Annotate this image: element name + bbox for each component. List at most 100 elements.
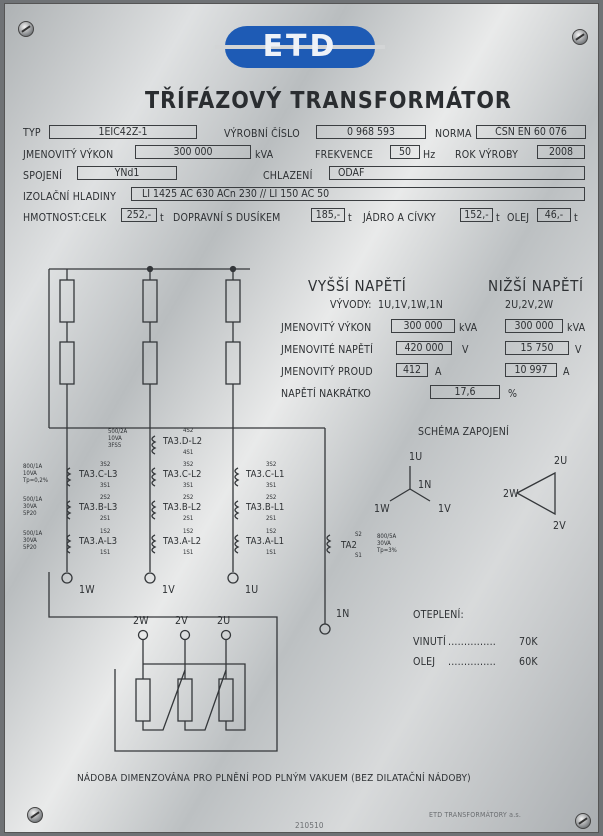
vinuti-label: VINUTÍ: [413, 636, 446, 648]
vyvody-label: VÝVODY:: [330, 299, 372, 311]
vinuti-value: 70K: [519, 636, 538, 648]
ct-spec: 500/2A: [108, 428, 128, 435]
ct-terminal: 2S1: [100, 515, 111, 522]
ct-terminal: 3S2: [100, 461, 111, 468]
nakratko-value: 17,6: [430, 385, 500, 399]
proud-unit: A: [563, 366, 570, 378]
norma-value: ČSN EN 60 076: [476, 125, 586, 139]
hv-napeti: 420 000: [396, 341, 452, 355]
hmotnost-celk-label: HMOTNOST:CELK: [23, 212, 107, 224]
ct-terminal: 2S1: [183, 515, 194, 522]
ct-terminal: 2S2: [183, 494, 194, 501]
izolacni-hladiny-value: LI 1425 AC 630 ACn 230 // LI 150 AC 50: [131, 187, 585, 201]
olej-label: OLEJ: [507, 212, 530, 224]
logo-text: ETD: [262, 29, 338, 64]
norma-label: NORMA: [435, 128, 472, 140]
terminal-label: 2V: [175, 615, 188, 627]
screw-icon: [27, 807, 43, 823]
rok-vyroby-label: ROK VÝROBY: [455, 149, 519, 161]
hv-vykon: 300 000: [391, 319, 455, 333]
ct-terminal: 1S1: [266, 549, 277, 556]
footer-maker: ETD TRANSFORMÁTORY a.s.: [429, 811, 522, 819]
ct-terminal: 2S1: [266, 515, 277, 522]
ct-spec: Tp=0,2%: [23, 477, 48, 484]
wye-label-center: 1N: [418, 479, 432, 491]
t-unit: t: [160, 212, 164, 224]
ct-spec: 10VA: [23, 470, 37, 477]
ct-spec: 30VA: [23, 503, 37, 510]
napeti-unit: V: [462, 344, 469, 356]
spojeni-label: SPOJENÍ: [23, 170, 63, 182]
lv-proud: 10 997: [505, 363, 557, 377]
ct-name: TA2: [341, 540, 358, 551]
typ-value: 1EIC42Z-1: [49, 125, 197, 139]
ct-terminal: 2S2: [100, 494, 111, 501]
t-unit: t: [348, 212, 352, 224]
ct-terminal: 1S1: [100, 549, 111, 556]
ct-terminal: 3S2: [266, 461, 277, 468]
terminal-label: 1U: [245, 584, 259, 596]
terminal-label: 1N: [336, 608, 350, 620]
terminal-label: 1W: [79, 584, 95, 596]
ct-spec: 10VA: [108, 435, 122, 442]
schema-title: SCHÉMA ZAPOJENÍ: [418, 426, 509, 438]
nameplate: ETD TŘÍFÁZOVÝ TRANSFORMÁTOR TYP 1EIC42Z-…: [4, 3, 599, 833]
t-unit: t: [574, 212, 578, 224]
delta-label-left: 2W: [503, 488, 519, 500]
ct-terminal: S1: [355, 552, 362, 559]
ct-spec: 500/1A: [23, 496, 43, 503]
ct-terminal: 4S2: [183, 427, 194, 434]
ct-name: TA3.C-L3: [79, 469, 118, 480]
frekvence-unit: Hz: [423, 149, 436, 161]
hv-header: VYŠŠÍ NAPĚTÍ: [308, 277, 407, 295]
vinuti-leader: ...............: [448, 636, 496, 648]
ct-name: TA3.C-L2: [163, 469, 202, 480]
jmenovity-vykon-label: JMENOVITÝ VÝKON: [23, 149, 114, 161]
ct-terminal: 3S1: [100, 482, 111, 489]
terminal-label: 2W: [133, 615, 149, 627]
izolacni-hladiny-label: IZOLAČNÍ HLADINY: [23, 191, 117, 203]
jadro-value: 152,-: [460, 208, 493, 222]
dopravni-value: 185,-: [311, 208, 345, 222]
ct-spec: 500/1A: [23, 530, 43, 537]
proud-unit: A: [435, 366, 442, 378]
chlazeni-label: CHLAZENÍ: [263, 170, 313, 182]
vyrobni-cislo-label: VÝROBNÍ ČÍSLO: [224, 128, 300, 140]
etd-logo: ETD: [215, 26, 385, 68]
delta-label-top: 2U: [554, 455, 568, 467]
ct-terminal: 3S1: [266, 482, 277, 489]
oteplení-title: OTEPLENÍ:: [413, 609, 464, 621]
ct-name: TA3.A-L1: [246, 536, 285, 547]
wye-label-right: 1V: [438, 503, 451, 515]
olej-temp-label: OLEJ: [413, 656, 436, 668]
ct-spec: 30VA: [377, 540, 391, 547]
t-unit: t: [496, 212, 500, 224]
vyrobni-cislo-value: 0 968 593: [316, 125, 426, 139]
ct-terminal: 1S1: [183, 549, 194, 556]
ct-spec: 800/1A: [23, 463, 43, 470]
frekvence-label: FREKVENCE: [315, 149, 374, 161]
olej-value: 46,-: [537, 208, 571, 222]
jadro-label: JÁDRO A CÍVKY: [363, 212, 436, 224]
vykon-label: JMENOVITÝ VÝKON: [281, 322, 372, 334]
ct-name: TA3.C-L1: [246, 469, 285, 480]
delta-label-bottom: 2V: [553, 520, 566, 532]
napeti-label: JMENOVITÉ NAPĚTÍ: [281, 344, 374, 356]
typ-label: TYP: [23, 127, 41, 139]
vykon-unit: kVA: [459, 322, 478, 334]
ct-spec: Tp=3%: [377, 547, 397, 554]
ct-name: TA3.D-L2: [163, 436, 203, 447]
ct-name: TA3.A-L3: [79, 536, 118, 547]
ct-terminal: 1S2: [100, 528, 111, 535]
terminal-label: 1V: [162, 584, 175, 596]
olej-temp-value: 60K: [519, 656, 538, 668]
ct-terminal: 3S1: [183, 482, 194, 489]
dopravni-label: DOPRAVNÍ S DUSÍKEM: [173, 212, 281, 224]
wye-label-left: 1W: [374, 503, 390, 515]
wye-label-top: 1U: [409, 451, 423, 463]
jmenovity-vykon-value: 300 000: [135, 145, 251, 159]
ct-terminal: S2: [355, 531, 362, 538]
circuit-diagram: [48, 265, 556, 752]
lv-header: NIŽŠÍ NAPĚTÍ: [488, 277, 584, 295]
rok-vyroby-value: 2008: [537, 145, 585, 159]
